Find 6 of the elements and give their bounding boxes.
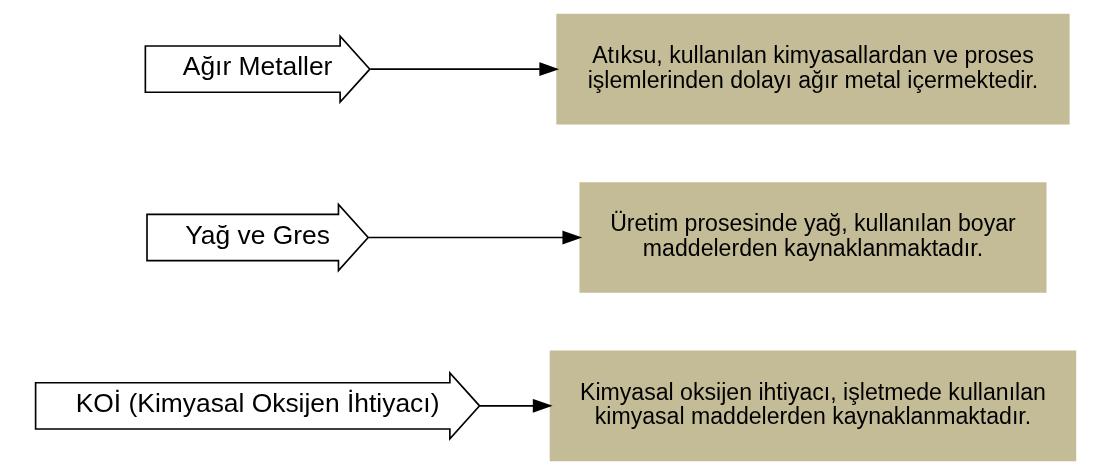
arrow	[368, 62, 559, 77]
node-box: Üretim prosesinde yağ, kullanılan boyar maddelerden kaynaklanmaktadır.	[578, 182, 1046, 293]
arrow	[367, 230, 582, 245]
node-box: Atıksu, kullanılan kimyasallardan ve proses işlemlerinden dolayı ağır metal içermektedir.	[555, 13, 1070, 125]
arrow	[478, 398, 553, 413]
node-box: Kimyasal oksijen ihtiyacı, işletmede kullanılan kimyasal maddelerden kaynaklanmaktadır.	[549, 350, 1076, 462]
